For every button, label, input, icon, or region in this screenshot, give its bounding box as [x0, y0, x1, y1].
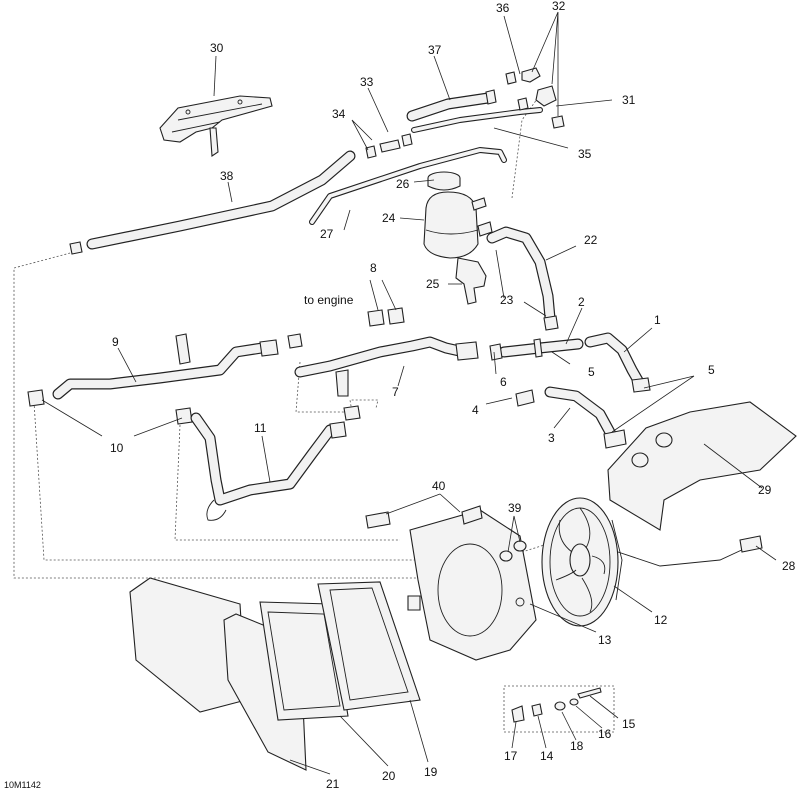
part-24-expansion-tank: [423, 191, 493, 259]
callout-30: 30: [210, 41, 224, 55]
callout-27: 27: [320, 227, 334, 241]
callout-33: 33: [360, 75, 374, 89]
part-28-wiring: [611, 535, 763, 567]
callout-32: 32: [552, 0, 566, 13]
callout-12: 12: [654, 613, 668, 627]
callout-7: 7: [392, 385, 399, 399]
leader-lines: [41, 11, 777, 775]
callout-9: 9: [112, 335, 119, 349]
part-36-32-31-fittings: [505, 67, 565, 129]
part-9-hose: [52, 339, 279, 400]
part-40-clips: [365, 505, 483, 529]
part-3-hose: [544, 386, 627, 449]
callout-21: 21: [326, 777, 340, 791]
callout-1: 1: [654, 313, 661, 327]
part-23-clamp: [543, 315, 559, 331]
callout-13: 13: [598, 633, 612, 647]
callout-39: 39: [508, 501, 522, 515]
callout-6: 6: [500, 375, 507, 389]
callout-40: 40: [432, 479, 446, 493]
part-4-clamp: [515, 389, 535, 407]
callout-10: 10: [110, 441, 124, 455]
hardware-box: [503, 685, 615, 733]
callout-labels: 30 38 33 34 37 36 32 31 35 26 24 27 22 2…: [4, 0, 796, 791]
callout-34: 34: [332, 107, 346, 121]
callout-22: 22: [584, 233, 598, 247]
part-22-hose: [486, 226, 556, 324]
part-1-hose: [584, 332, 651, 393]
callout-37: 37: [428, 43, 442, 57]
callout-17: 17: [504, 749, 518, 763]
part-8-clamps: [175, 307, 405, 421]
callout-15: 15: [622, 717, 636, 731]
part-29-panel: [607, 401, 797, 531]
callout-11: 11: [254, 421, 267, 435]
callout-24: 24: [382, 211, 396, 225]
callout-31: 31: [622, 93, 636, 107]
part-37-hose: [406, 89, 497, 122]
callout-to-engine: to engine: [304, 293, 354, 307]
callout-16: 16: [598, 727, 612, 741]
callout-20: 20: [382, 769, 396, 783]
part-26-cap: [427, 171, 461, 191]
callout-28: 28: [782, 559, 796, 573]
callout-3: 3: [548, 431, 555, 445]
part-35-hose: [411, 107, 543, 133]
part-10-clamps: [27, 389, 193, 425]
part-12-fan: [541, 497, 623, 627]
callout-38: 38: [220, 169, 234, 183]
part-27-tube: [309, 147, 507, 225]
callout-29: 29: [758, 483, 772, 497]
callout-18: 18: [570, 739, 584, 753]
callout-26: 26: [396, 177, 410, 191]
callout-19: 19: [424, 765, 438, 779]
callout-4: 4: [472, 403, 479, 417]
part-33-34-fittings: [365, 133, 413, 159]
part-38-hose: [69, 150, 356, 255]
part-7-pipe: [294, 336, 479, 397]
drawing-id: 10M1142: [4, 780, 41, 790]
callout-14: 14: [540, 749, 554, 763]
callout-5a: 5: [588, 365, 595, 379]
callout-25: 25: [426, 277, 440, 291]
part-19-radiator: [317, 581, 421, 711]
part-39-grommets: [499, 540, 527, 562]
callout-23: 23: [500, 293, 514, 307]
part-30-bracket: [159, 95, 273, 157]
callout-8: 8: [370, 261, 377, 275]
part-13-shroud: [409, 509, 537, 661]
callout-35: 35: [578, 147, 592, 161]
part-2-6-hose: [489, 338, 584, 361]
callout-36: 36: [496, 1, 510, 15]
part-20-frame: [259, 601, 349, 721]
part-25-bracket: [455, 257, 487, 305]
callout-2: 2: [578, 295, 585, 309]
part-11-hose: [190, 412, 347, 521]
callout-5b: 5: [708, 363, 715, 377]
